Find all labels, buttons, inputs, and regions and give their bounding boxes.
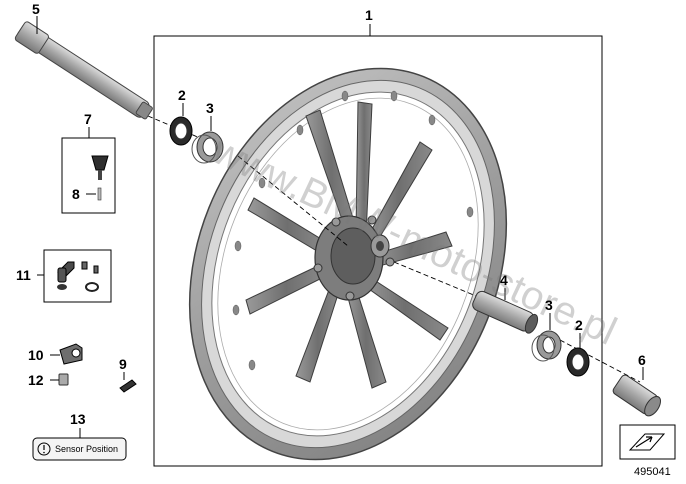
label-part-12: 12 bbox=[28, 372, 44, 388]
label-part-7: 7 bbox=[84, 111, 92, 127]
label-part-9: 9 bbox=[119, 356, 127, 372]
label-part-11: 11 bbox=[16, 267, 31, 283]
sensor-bracket bbox=[59, 343, 83, 365]
valve-box bbox=[61, 137, 116, 214]
rdc-valve bbox=[57, 261, 99, 292]
bearing-left bbox=[191, 131, 224, 164]
wheel-frame bbox=[153, 35, 603, 467]
label-part-3-left: 3 bbox=[206, 100, 214, 116]
seal-ring-right bbox=[566, 347, 590, 377]
label-part-1: 1 bbox=[365, 7, 373, 23]
tire-valve bbox=[91, 155, 109, 180]
bushing bbox=[612, 374, 661, 417]
cable-strap bbox=[119, 379, 137, 393]
label-part-5: 5 bbox=[32, 1, 40, 17]
spacer-sleeve bbox=[472, 290, 539, 334]
label-part-6: 6 bbox=[638, 352, 646, 368]
label-part-2-left: 2 bbox=[178, 87, 186, 103]
sensor-position-text: Sensor Position bbox=[55, 444, 118, 454]
sensor-screw bbox=[58, 373, 69, 386]
label-part-13: 13 bbox=[70, 411, 86, 427]
arrow-icon bbox=[628, 433, 666, 451]
reference-number: 495041 bbox=[634, 466, 671, 478]
sensor-position-label bbox=[32, 437, 127, 461]
warning-circle-icon bbox=[37, 442, 51, 456]
label-part-3-right: 3 bbox=[545, 297, 553, 313]
front-wheel bbox=[188, 67, 508, 461]
label-part-4: 4 bbox=[500, 272, 508, 288]
sensor-valve-box bbox=[43, 249, 112, 303]
bearing-right bbox=[531, 330, 562, 362]
valve-core bbox=[97, 187, 102, 201]
label-part-2-right: 2 bbox=[575, 317, 583, 333]
label-part-10: 10 bbox=[28, 347, 44, 363]
seal-ring-left bbox=[169, 116, 193, 146]
front-axle bbox=[14, 21, 153, 120]
label-part-8: 8 bbox=[72, 186, 80, 202]
